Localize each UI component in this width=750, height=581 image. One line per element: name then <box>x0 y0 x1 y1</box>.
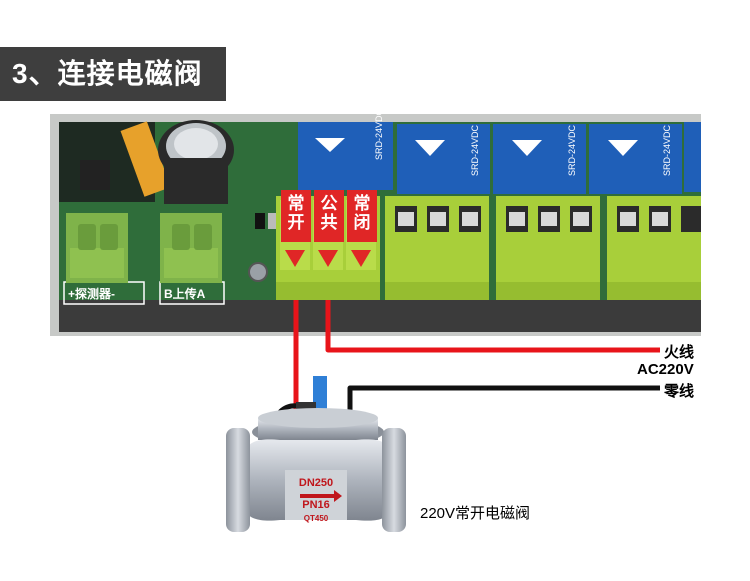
tag-normally-open-text: 常开 <box>287 194 305 232</box>
relay-text: SRD-24VDC <box>567 124 577 176</box>
upload-terminal <box>160 213 222 283</box>
tag-normally-closed: 常闭 <box>347 190 377 242</box>
relay-text: SRD-24VDC <box>374 108 384 160</box>
relay-bank: SRD-24VDC SRD-24VDC SRD-24VDC SRD-24VDC <box>298 108 701 194</box>
sensor-silk-label: +探测器- <box>68 286 115 301</box>
relay-terminal-3 <box>496 196 600 300</box>
section-title-box: 3、连接电磁阀 <box>0 47 226 101</box>
arrow-down-icon <box>351 250 371 267</box>
supply-label: AC220V <box>637 361 694 378</box>
flow-arrow-icon <box>300 490 342 502</box>
relay-text: SRD-24VDC <box>662 124 672 176</box>
terminal-arrows <box>285 250 371 267</box>
sensor-terminal <box>66 213 128 283</box>
section-title: 3、连接电磁阀 <box>12 58 203 89</box>
solenoid-valve: DN250 PN16 QT450 <box>226 376 406 532</box>
relay-terminal-4 <box>607 196 701 300</box>
upload-silk-label: B上传A <box>164 286 206 301</box>
relay-text: SRD-24VDC <box>470 124 480 176</box>
arrow-down-icon <box>318 250 338 267</box>
wires <box>293 300 660 422</box>
valve-caption: 220V常开电磁阀 <box>420 505 531 522</box>
relay-terminal-2 <box>385 196 489 300</box>
live-wire-label: 火线 <box>664 344 695 361</box>
valve-pn: PN16 <box>302 499 330 511</box>
valve-model: QT450 <box>304 514 329 523</box>
tag-common-text: 公共 <box>320 194 338 232</box>
arrow-down-icon <box>285 250 305 267</box>
valve-dn: DN250 <box>299 477 333 489</box>
tag-normally-open: 常开 <box>281 190 311 242</box>
tag-common: 公共 <box>314 190 344 242</box>
neutral-wire-label: 零线 <box>664 383 695 400</box>
tag-normally-closed-text: 常闭 <box>353 194 371 232</box>
